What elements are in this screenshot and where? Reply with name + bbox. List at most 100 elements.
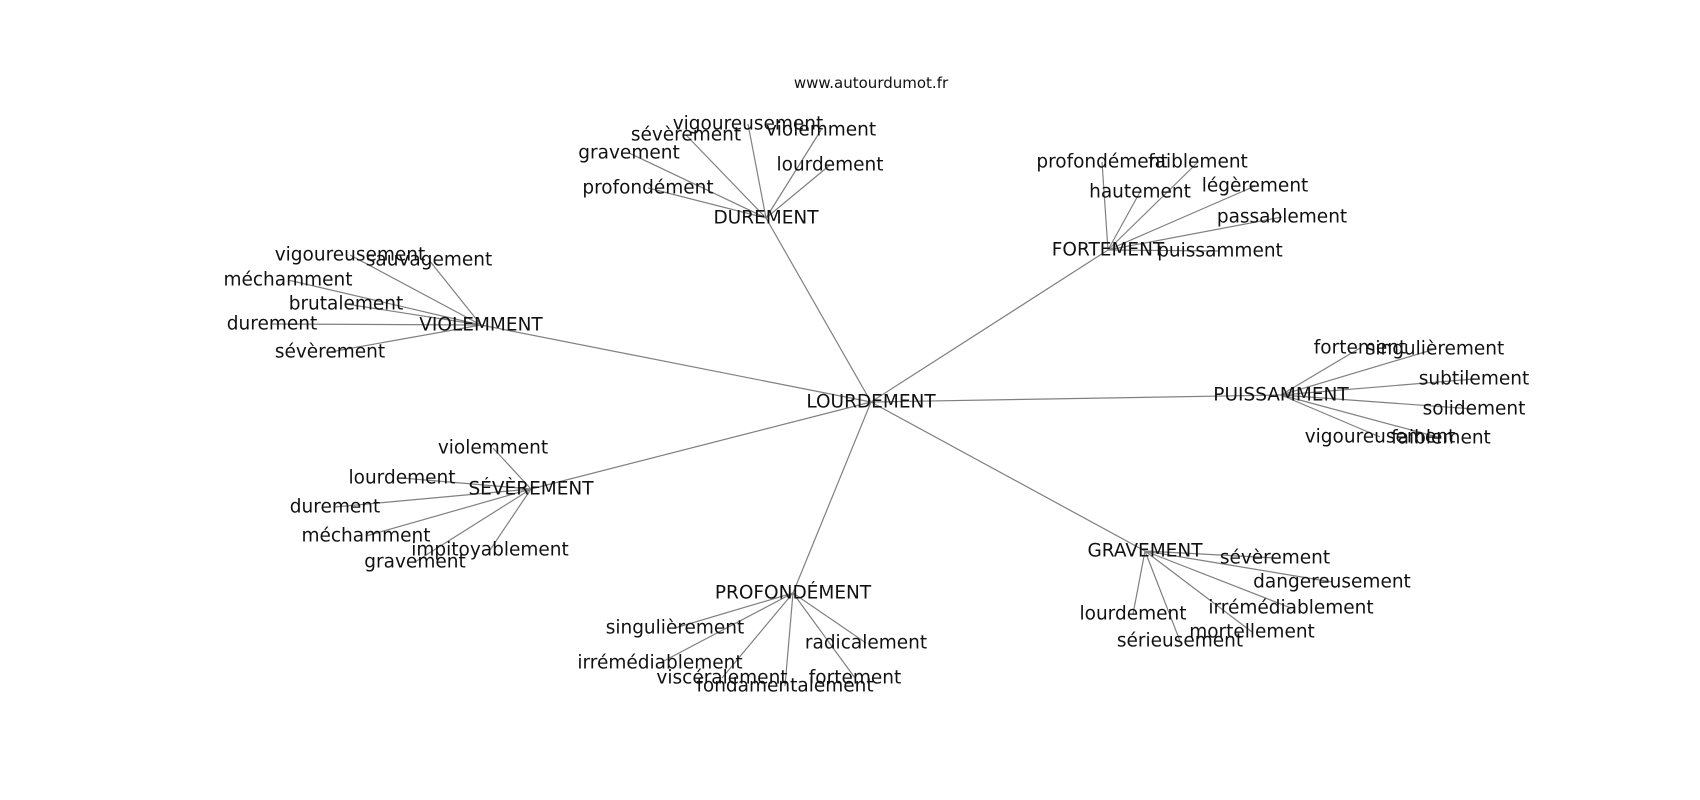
edge-hub-leaf bbox=[765, 129, 822, 219]
edge-hub-leaf bbox=[1280, 394, 1475, 410]
leaf-node-label: lourdement bbox=[349, 468, 456, 489]
edge-hub-leaf bbox=[628, 152, 767, 219]
edge-hub-leaf bbox=[765, 164, 831, 219]
leaf-node-label: violemment bbox=[438, 438, 548, 459]
edge-hub-leaf bbox=[271, 323, 482, 326]
edge-hub-leaf bbox=[1107, 191, 1141, 251]
edge-hub-leaf bbox=[1107, 249, 1221, 252]
leaf-node-label: fortement bbox=[1314, 338, 1406, 359]
leaf-node-label: sauvagement bbox=[366, 250, 493, 271]
leaf-node-label: sévèrement bbox=[631, 125, 741, 146]
edge-hub-leaf bbox=[792, 592, 867, 644]
edge-hub-leaf bbox=[1144, 550, 1181, 642]
leaf-node-label: gravement bbox=[578, 143, 679, 164]
leaf-node-label: singulièrement bbox=[1366, 339, 1505, 360]
leaf-node-label: irrémédiablement bbox=[1208, 598, 1373, 619]
leaf-node-label: sévèrement bbox=[275, 342, 385, 363]
hub-node-label: PUISSAMMENT bbox=[1213, 385, 1349, 406]
edges bbox=[271, 123, 1475, 687]
edge-hub-leaf bbox=[489, 488, 532, 551]
edge-hub-leaf bbox=[349, 254, 482, 326]
leaf-node-label: puissamment bbox=[1157, 241, 1283, 262]
edge-hub-leaf bbox=[1107, 185, 1256, 251]
leaf-node-label: subtilement bbox=[1419, 369, 1529, 390]
leaf-node-label: impitoyablement bbox=[411, 540, 569, 561]
edge-hub-leaf bbox=[685, 134, 767, 219]
edge-hub-leaf bbox=[1144, 550, 1253, 633]
leaf-node-label: radicalement bbox=[805, 633, 927, 654]
leaf-node-label: profondément bbox=[582, 178, 713, 199]
edge-center-hub bbox=[870, 394, 1282, 403]
edge-center-hub bbox=[792, 401, 872, 594]
watermark: www.autourdumot.fr bbox=[794, 74, 949, 92]
edge-center-hub bbox=[530, 401, 872, 490]
hub-node-label: VIOLEMMENT bbox=[419, 315, 543, 336]
leaf-node-label: violemment bbox=[766, 120, 876, 141]
edge-center-hub bbox=[870, 249, 1109, 403]
leaf-node-label: vigoureusement bbox=[673, 114, 824, 135]
leaf-node-label: méchamment bbox=[223, 270, 352, 291]
leaf-node-label: légèrement bbox=[1202, 176, 1309, 197]
hub-node-label: FORTEMENT bbox=[1052, 240, 1165, 261]
leaf-node-label: durement bbox=[290, 497, 380, 518]
edge-center-hub bbox=[870, 401, 1146, 552]
edge-hub-leaf bbox=[1280, 378, 1475, 396]
edge-hub-leaf bbox=[334, 488, 532, 508]
leaf-node-label: sérieusement bbox=[1117, 631, 1243, 652]
edge-hub-leaf bbox=[1280, 394, 1442, 439]
center-node-label: LOURDEMENT bbox=[806, 392, 936, 413]
leaf-node-label: vigoureusement bbox=[275, 245, 426, 266]
leaf-node-label: profondément bbox=[1036, 152, 1167, 173]
hub-node-label: GRAVEMENT bbox=[1087, 541, 1203, 562]
labels: www.autourdumot.fr LOURDEMENT DUREMENT vig… bbox=[223, 74, 1529, 697]
hub-node-label: DUREMENT bbox=[713, 208, 819, 229]
edge-hub-leaf bbox=[287, 279, 482, 326]
edge-hub-leaf bbox=[428, 259, 482, 326]
leaf-node-label: lourdement bbox=[1080, 604, 1187, 625]
edge-hub-leaf bbox=[329, 324, 482, 353]
edge-hub-leaf bbox=[659, 592, 794, 664]
edge-hub-leaf bbox=[1280, 348, 1436, 396]
leaf-node-label: passablement bbox=[1217, 207, 1347, 228]
edge-hub-leaf bbox=[1144, 550, 1276, 559]
leaf-node-label: fortement bbox=[809, 668, 901, 689]
edge-hub-leaf bbox=[1107, 216, 1283, 251]
edge-hub-leaf bbox=[792, 592, 856, 679]
leaf-node-label: fondamentalement bbox=[696, 676, 873, 697]
edge-hub-leaf bbox=[784, 592, 794, 687]
edge-center-hub bbox=[480, 324, 872, 403]
edge-hub-leaf bbox=[1144, 550, 1292, 609]
leaf-node-label: méchamment bbox=[301, 526, 430, 547]
edge-hub-leaf bbox=[1280, 347, 1361, 396]
leaf-node-label: faiblement bbox=[1391, 428, 1491, 449]
edge-hub-leaf bbox=[401, 477, 532, 490]
edge-hub-leaf bbox=[1144, 550, 1333, 583]
edge-hub-leaf bbox=[492, 447, 532, 490]
leaf-node-label: lourdement bbox=[777, 155, 884, 176]
edge-hub-leaf bbox=[721, 592, 794, 679]
edge-hub-leaf bbox=[345, 303, 482, 326]
edge-hub-leaf bbox=[1280, 394, 1381, 438]
leaf-node-label: gravement bbox=[364, 552, 465, 573]
leaf-node-label: sévèrement bbox=[1220, 548, 1330, 569]
edge-hub-leaf bbox=[747, 123, 767, 219]
leaf-node-label: mortellement bbox=[1189, 622, 1315, 643]
edge-hub-leaf bbox=[674, 592, 794, 629]
edge-hub-leaf bbox=[1101, 161, 1109, 251]
edge-hub-leaf bbox=[414, 488, 532, 563]
edge-hub-leaf bbox=[1107, 161, 1199, 251]
leaf-node-label: irrémédiablement bbox=[577, 653, 742, 674]
leaf-node-label: singulièrement bbox=[606, 618, 745, 639]
hub-node-label: SÉVÈREMENT bbox=[468, 478, 594, 500]
leaf-node-label: durement bbox=[227, 314, 317, 335]
leaf-node-label: hautement bbox=[1089, 182, 1191, 203]
leaf-node-label: faiblement bbox=[1148, 152, 1248, 173]
edge-hub-leaf bbox=[365, 488, 532, 537]
leaf-node-label: dangereusement bbox=[1253, 572, 1411, 593]
leaf-node-label: brutalement bbox=[289, 294, 404, 315]
leaf-node-label: vigoureusement bbox=[1305, 427, 1456, 448]
edge-center-hub bbox=[765, 217, 872, 403]
edge-hub-leaf bbox=[1132, 550, 1146, 615]
leaf-node-label: solidement bbox=[1423, 399, 1526, 420]
